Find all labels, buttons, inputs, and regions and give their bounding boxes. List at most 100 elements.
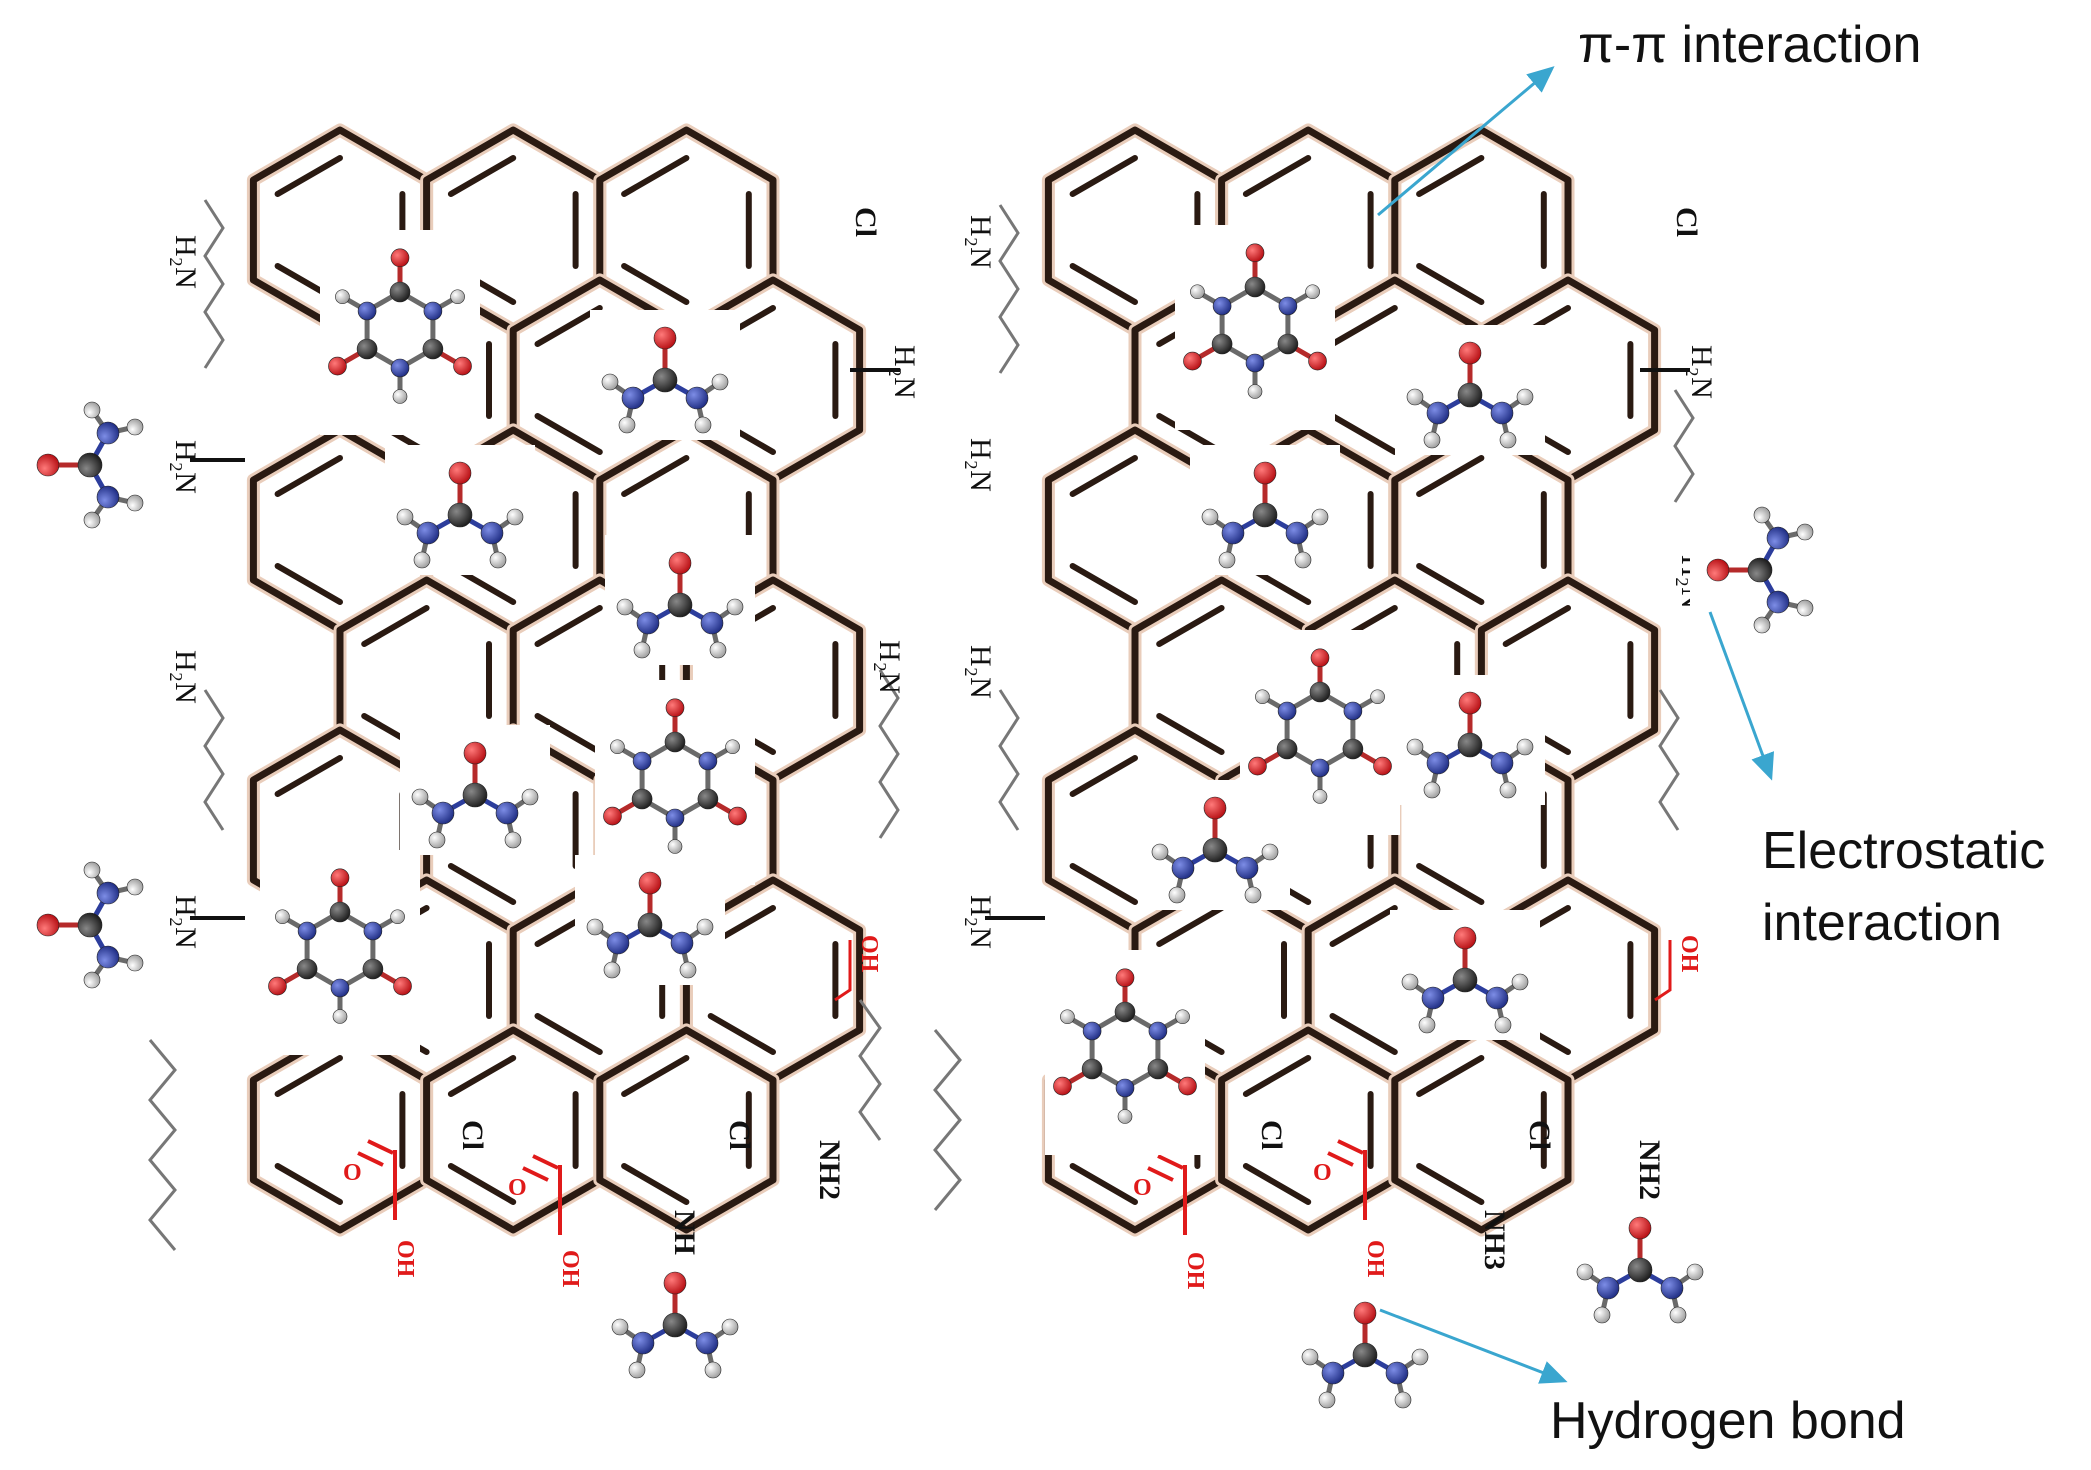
chloride-label: Cl — [723, 1120, 756, 1150]
atom — [1311, 508, 1329, 526]
functional-groups-right: H₂N H₂N H₂N H₂N H₂N H₂N Cl Cl Cl NH2 NH3… — [933, 204, 1718, 1290]
atom — [1747, 557, 1773, 583]
atom — [711, 373, 729, 391]
atom — [126, 878, 144, 896]
double-bond-line — [1069, 455, 1138, 497]
atom — [1183, 351, 1202, 371]
double-bond-line — [1329, 413, 1398, 455]
aminopropyl-chain-right — [1673, 389, 1695, 503]
interaction-arrows — [1377, 66, 1775, 1384]
alkyl-chain — [858, 999, 882, 1141]
atom — [126, 418, 144, 436]
double-bond-line — [621, 1163, 690, 1205]
carboxyl-o-label: O — [508, 1175, 527, 1201]
atom — [1190, 284, 1205, 300]
atom — [357, 301, 377, 321]
double-bond-line — [534, 713, 603, 755]
atom — [638, 871, 662, 895]
aminopropyl-chain — [203, 199, 225, 369]
amine-label: H₂N — [169, 895, 202, 949]
atom — [1321, 1361, 1345, 1385]
atom — [1278, 296, 1298, 316]
double-bond-line — [1329, 305, 1398, 347]
atom — [1628, 1216, 1652, 1240]
atom — [1248, 756, 1267, 776]
atom — [694, 416, 712, 434]
double-bond-line — [1156, 713, 1225, 755]
atom — [1511, 973, 1529, 991]
electrostatic-arrow — [1708, 611, 1775, 781]
atom — [36, 913, 60, 937]
double-bond-line — [1416, 563, 1485, 605]
atom — [697, 788, 719, 810]
atom — [83, 401, 101, 419]
atom — [1458, 341, 1482, 365]
cyanuric-acid-molecule — [595, 680, 755, 885]
atom — [1114, 1001, 1136, 1023]
double-bond-line — [1416, 263, 1485, 305]
urea-molecule — [1290, 1285, 1440, 1415]
atom — [1261, 843, 1279, 861]
electrostatic-label-line2: interaction — [1762, 894, 2002, 952]
double-bond-line — [1416, 1055, 1485, 1097]
atom — [618, 416, 636, 434]
double-bond-line — [1069, 563, 1138, 605]
double-bond-line — [534, 1013, 603, 1055]
atom — [447, 502, 473, 528]
atom — [423, 301, 443, 321]
atom — [670, 931, 694, 955]
atom — [1352, 1342, 1378, 1368]
urea-molecule — [1140, 780, 1290, 910]
atom — [363, 921, 383, 941]
amine-label: H₂N — [169, 440, 202, 494]
atom — [450, 289, 465, 305]
atom — [36, 453, 60, 477]
carboxyl-bond — [1147, 1154, 1187, 1235]
urea-molecule — [20, 850, 150, 1000]
atom — [1796, 523, 1814, 541]
double-bond-line — [1156, 605, 1225, 647]
atom — [1457, 732, 1483, 758]
atom — [390, 358, 410, 378]
atom — [709, 641, 727, 659]
cyanuric-acid-molecule — [1175, 225, 1335, 430]
atom — [1253, 461, 1277, 485]
atom — [1308, 351, 1327, 371]
atom — [1312, 789, 1328, 804]
atom — [728, 806, 747, 826]
atom — [1343, 701, 1363, 721]
atom — [665, 808, 685, 828]
atom — [356, 338, 378, 360]
atom — [1452, 967, 1478, 993]
carboxyl-oh-label: OH — [1676, 935, 1702, 973]
atom — [396, 508, 414, 526]
atom — [1385, 1361, 1409, 1385]
atom — [422, 338, 444, 360]
atom — [611, 1318, 629, 1336]
nh2-label: NH2 — [813, 1140, 846, 1200]
atom — [1753, 506, 1771, 524]
double-bond-line — [621, 455, 690, 497]
atom — [1310, 758, 1330, 778]
double-bond-line — [621, 1055, 690, 1097]
atom — [521, 788, 539, 806]
atom — [329, 901, 351, 923]
atom — [725, 739, 740, 755]
atom — [1494, 1016, 1512, 1034]
double-bond-line — [621, 155, 690, 197]
atom — [448, 461, 472, 485]
atom — [1294, 551, 1312, 569]
double-bond-line — [274, 1055, 343, 1097]
atom — [1576, 1263, 1594, 1281]
nh2-label: NH2 — [1633, 1140, 1666, 1200]
atom — [704, 1361, 722, 1379]
double-bond-line — [1069, 863, 1138, 905]
atom — [1373, 756, 1392, 776]
urea-molecule — [590, 310, 740, 440]
atom — [653, 326, 677, 350]
atom — [1318, 1391, 1336, 1409]
atom — [631, 1331, 655, 1355]
urea-molecule — [1395, 325, 1545, 455]
atom — [1660, 1276, 1684, 1300]
atom — [330, 978, 350, 998]
